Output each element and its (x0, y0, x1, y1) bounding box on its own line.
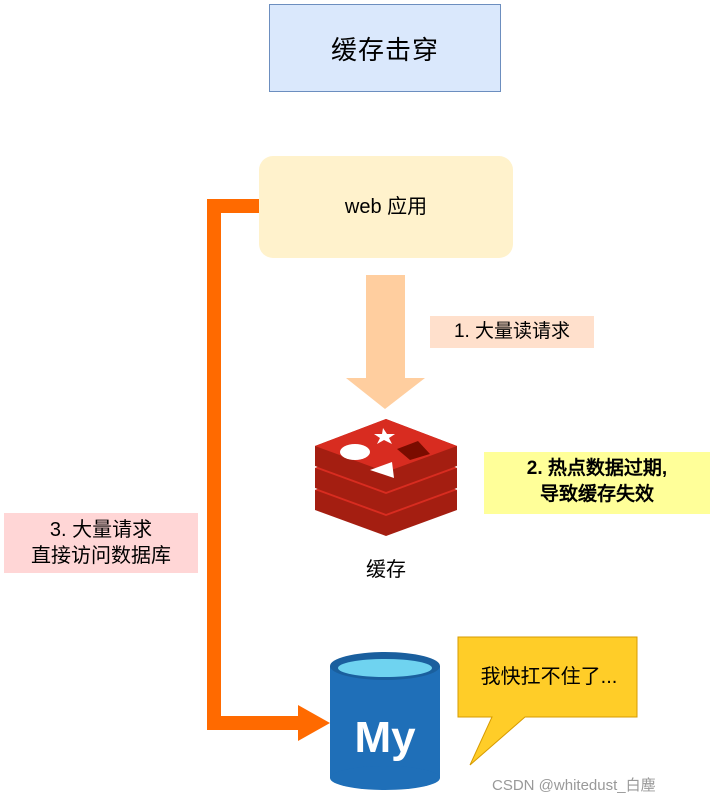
step2-label: 2. 热点数据过期, 导致缓存失效 (484, 452, 710, 514)
redis-icon (315, 419, 457, 536)
step3-label: 3. 大量请求 直接访问数据库 (4, 513, 198, 573)
mysql-database-icon: My (330, 652, 440, 790)
watermark: CSDN @whitedust_白塵 (492, 777, 656, 794)
web-app-label: web 应用 (344, 195, 428, 218)
speech-text: 我快扛不住了... (480, 666, 618, 688)
step2-line2: 导致缓存失效 (539, 484, 654, 505)
bypass-arrow-head (298, 705, 330, 741)
step1-text: 1. 大量读请求 (453, 321, 571, 342)
read-requests-arrow (346, 275, 425, 409)
diagram-title: 缓存击穿 (269, 4, 501, 92)
diagram-title-text: 缓存击穿 (330, 34, 439, 65)
step3-line2: 直接访问数据库 (31, 545, 171, 567)
step3-line1: 3. 大量请求 (49, 519, 153, 541)
mysql-logo-text: My (354, 713, 416, 762)
cache-label: 缓存 (366, 559, 406, 581)
step1-label: 1. 大量读请求 (430, 316, 594, 348)
web-app-node: web 应用 (259, 156, 513, 258)
speech-bubble (457, 636, 638, 766)
step2-line1: 2. 热点数据过期, (526, 458, 668, 479)
bypass-arrow-line (207, 199, 300, 730)
